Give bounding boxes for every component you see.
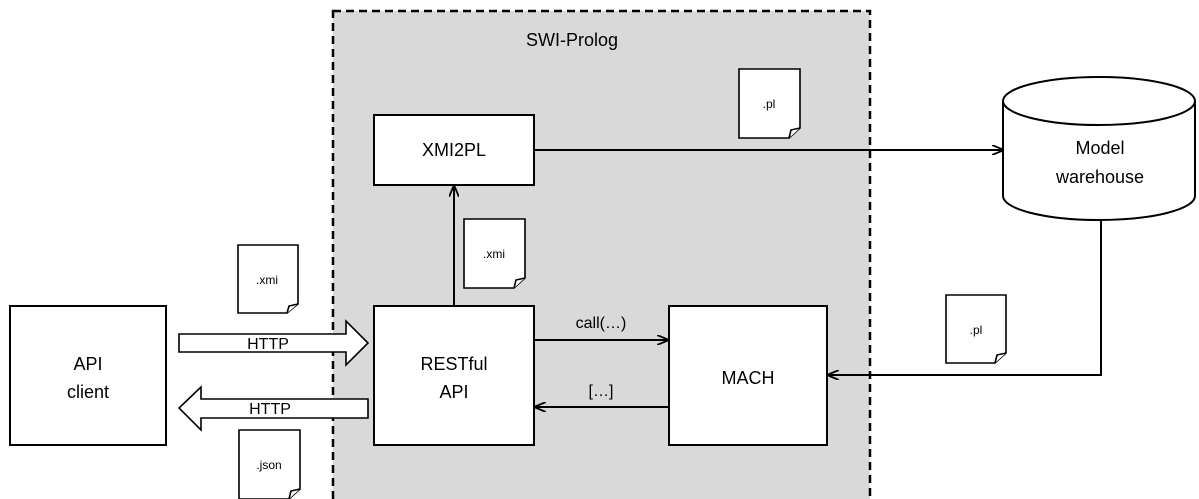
http-response-arrow: HTTP (177, 385, 369, 432)
json-document-label: .json (256, 458, 281, 472)
xmi-document-label-mid: .xmi (483, 247, 505, 261)
json-document-icon: .json (238, 429, 301, 499)
result-label: […] (589, 383, 614, 400)
mach-box: MACH (668, 305, 828, 446)
call-label: call(…) (576, 315, 627, 332)
api-client-label-line1: API (73, 354, 102, 374)
xmi2pl-box: XMI2PL (373, 114, 535, 186)
restful-api-box: RESTful API (373, 305, 535, 446)
api-client-label-line2: client (67, 382, 109, 402)
swi-prolog-label: SWI-Prolog (526, 30, 618, 50)
pl-document-icon-right: .pl (945, 294, 1007, 364)
api-client-box: API client (9, 305, 167, 446)
model-warehouse-label-line2: warehouse (1055, 167, 1144, 187)
pl-document-label-right: .pl (970, 323, 983, 337)
pl-document-icon-top: .pl (738, 68, 801, 139)
xmi-document-icon-mid: .xmi (463, 218, 526, 289)
xmi2pl-label: XMI2PL (422, 140, 486, 160)
model-warehouse-database: Model warehouse (1002, 76, 1196, 221)
http-request-label: HTTP (247, 336, 289, 353)
restful-api-label-line1: RESTful (420, 354, 487, 374)
xmi-document-icon-client: .xmi (237, 244, 299, 314)
http-response-label: HTTP (249, 401, 291, 418)
restful-api-label-line2: API (439, 382, 468, 402)
pl-document-label-top: .pl (763, 97, 776, 111)
model-warehouse-label-line1: Model (1075, 138, 1124, 158)
mach-label: MACH (722, 368, 775, 388)
http-request-arrow: HTTP (178, 319, 370, 367)
warehouse-to-mach-arrow (828, 219, 1102, 375)
xmi-document-label-client: .xmi (256, 273, 278, 287)
